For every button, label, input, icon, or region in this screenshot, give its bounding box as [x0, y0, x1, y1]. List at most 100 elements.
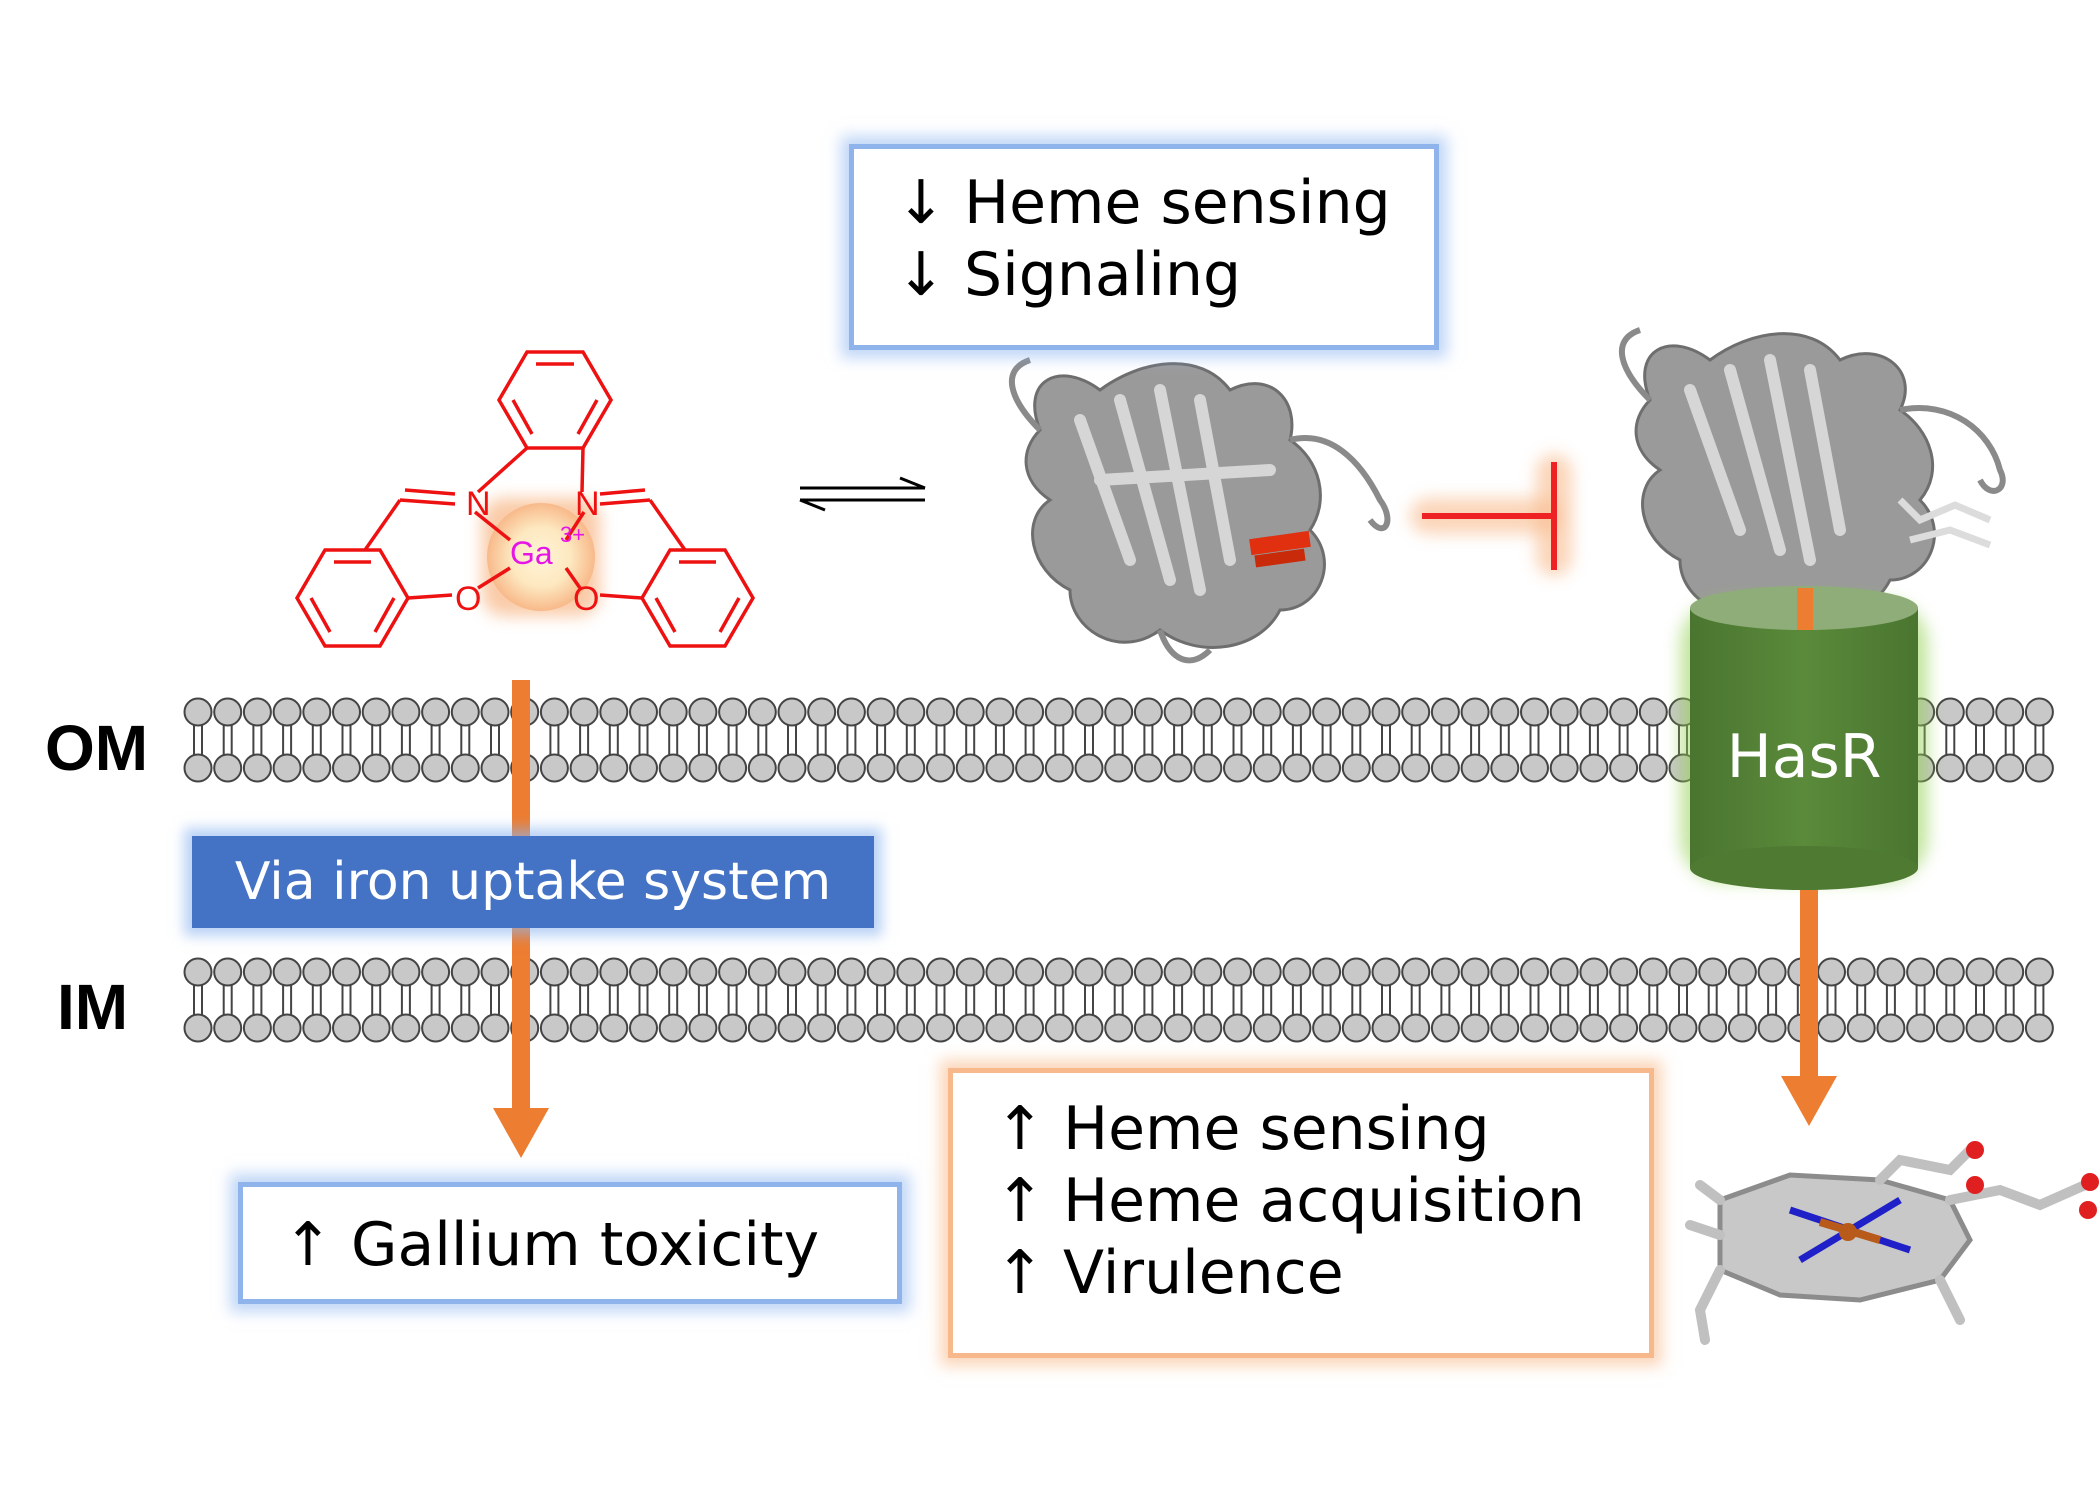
lipid-head [599, 697, 629, 727]
lipid-head [955, 1013, 985, 1043]
lipid-head [1074, 753, 1104, 783]
lipid-head [213, 957, 243, 987]
lipid-head [1193, 753, 1223, 783]
up-arrow-icon: ↑ [994, 1094, 1046, 1164]
equilibrium-arrows [799, 476, 926, 512]
lipid-head [1252, 697, 1282, 727]
lipid-head [1133, 753, 1163, 783]
lipid-head [242, 1013, 272, 1043]
lipid-head [807, 1013, 837, 1043]
lipid-head [332, 957, 361, 987]
lipid-head [1995, 753, 2025, 783]
lipid-head [1044, 697, 1074, 727]
lipid-head [658, 753, 688, 783]
lipid-head [1698, 1013, 1728, 1043]
lipid-head [1223, 753, 1252, 783]
lipid-head [332, 753, 361, 783]
lipid-head [926, 1013, 955, 1043]
inner-membrane [183, 957, 2054, 1043]
lipid-head [450, 753, 480, 783]
heme-transport-arrow [1781, 890, 1837, 1126]
lipid-head [777, 1013, 807, 1043]
gallium-toxicity-box: ↑ Gallium toxicity [238, 1182, 902, 1304]
up-arrow-icon: ↑ [994, 1238, 1046, 1308]
lipid-head [1401, 753, 1431, 783]
lipid-head [1520, 697, 1549, 727]
lipid-head [747, 697, 777, 727]
up-arrow-icon: ↑ [994, 1166, 1046, 1236]
lipid-head [421, 697, 451, 727]
lipid-head [955, 957, 985, 987]
lipid-head [1163, 1013, 1193, 1043]
effect-text: Virulence [1063, 1238, 1344, 1308]
lipid-head [718, 1013, 748, 1043]
lipid-head [1104, 1013, 1134, 1043]
lipid-head [569, 753, 599, 783]
lipid-head [688, 753, 718, 783]
lipid-head [1341, 1013, 1371, 1043]
lipid-head [2024, 1013, 2054, 1043]
lipid-head [1044, 1013, 1074, 1043]
protein-structure-holo [1619, 327, 2006, 619]
lipid-head [1579, 697, 1609, 727]
lipid-head [1104, 957, 1134, 987]
lipid-head [1341, 957, 1371, 987]
lipid-head [1282, 753, 1312, 783]
lipid-head [480, 697, 510, 727]
lipid-head [896, 957, 926, 987]
lipid-head [1074, 697, 1104, 727]
lipid-head [1044, 957, 1074, 987]
lipid-head [629, 957, 658, 987]
lipid-head [1430, 1013, 1460, 1043]
lipid-head [1430, 697, 1460, 727]
lipid-head [1104, 753, 1134, 783]
lipid-head [391, 697, 421, 727]
lipid-head [955, 697, 985, 727]
atom-o-right: O [573, 580, 599, 618]
lipid-head [688, 957, 718, 987]
lipid-head [896, 753, 926, 783]
lipid-head [985, 697, 1015, 727]
lipid-head [985, 957, 1015, 987]
lipid-head [2024, 753, 2054, 783]
lipid-head [332, 1013, 361, 1043]
lipid-head [718, 697, 748, 727]
lipid-head [1549, 753, 1579, 783]
lipid-head [926, 753, 955, 783]
lipid-head [1312, 1013, 1342, 1043]
lipid-head [272, 1013, 302, 1043]
down-arrow-icon: ↓ [895, 168, 947, 238]
lipid-head [1965, 957, 1995, 987]
lipid-head [539, 957, 569, 987]
lipid-head [1846, 957, 1876, 987]
lipid-head [2024, 957, 2054, 987]
lipid-head [183, 697, 213, 727]
lipid-head [1074, 957, 1104, 987]
lipid-head [1163, 697, 1193, 727]
lipid-head [1757, 1013, 1787, 1043]
lipid-head [747, 957, 777, 987]
effect-text: Heme sensing [964, 168, 1391, 238]
lipid-head [1133, 957, 1163, 987]
lipid-head [1698, 957, 1728, 987]
lipid-head [1579, 957, 1609, 987]
lipid-head [1104, 697, 1134, 727]
heme-molecule [1685, 1141, 2099, 1345]
lipid-head [985, 753, 1015, 783]
lipid-head [450, 697, 480, 727]
lipid-head [1133, 1013, 1163, 1043]
lipid-head [2024, 697, 2054, 727]
lipid-head [421, 753, 451, 783]
lipid-head [926, 957, 955, 987]
lipid-head [1163, 753, 1193, 783]
lipid-head [1460, 697, 1490, 727]
lipid-head [688, 1013, 718, 1043]
lipid-head [569, 957, 599, 987]
lipid-head [569, 1013, 599, 1043]
lipid-head [1965, 1013, 1995, 1043]
lipid-head [688, 697, 718, 727]
lipid-head [183, 1013, 213, 1043]
lipid-head [926, 697, 955, 727]
lipid-head [1015, 753, 1045, 783]
lipid-head [361, 957, 391, 987]
